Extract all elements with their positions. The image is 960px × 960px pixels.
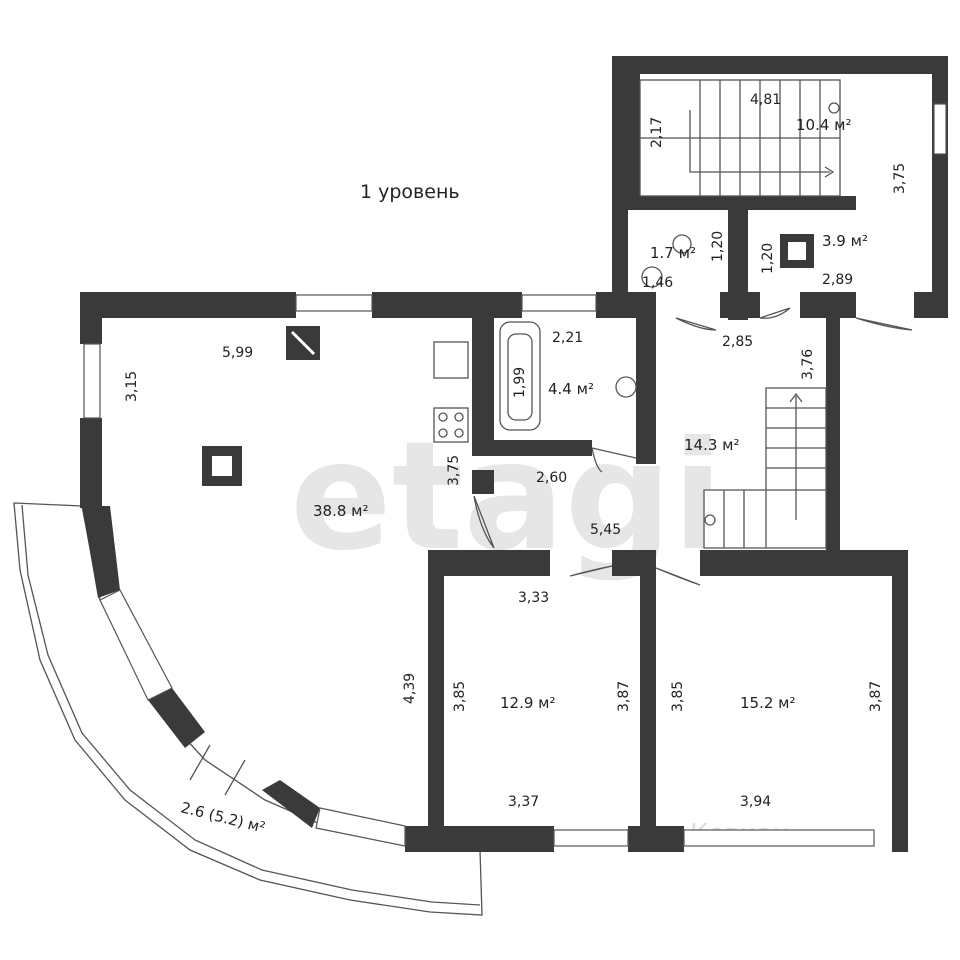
dim-closet-width: 2,89 xyxy=(822,272,853,288)
dim-wc-height: 1,20 xyxy=(710,231,726,262)
dim-corridor-width: 2,60 xyxy=(536,470,567,486)
dim-bath-height: 1,99 xyxy=(512,367,528,398)
area-hall: 14.3 м² xyxy=(684,436,740,454)
stairs-upper xyxy=(639,79,841,197)
dim-stair-top-height-left: 2,17 xyxy=(649,117,665,148)
area-living: 38.8 м² xyxy=(313,502,369,520)
dim-living-right: 4,39 xyxy=(402,673,418,704)
dim-living-left: 3,15 xyxy=(124,371,140,402)
dim-bedroom-1-left: 3,85 xyxy=(452,681,468,712)
dim-closet-height: 1,20 xyxy=(760,243,776,274)
area-bedroom-1: 12.9 м² xyxy=(500,694,556,712)
area-wc: 1.7 м² xyxy=(650,244,696,262)
dim-bedroom-1-top: 3,33 xyxy=(518,590,549,606)
dim-bath-width: 2,21 xyxy=(552,330,583,346)
windows xyxy=(83,103,947,847)
area-closet: 3.9 м² xyxy=(822,232,868,250)
fixtures xyxy=(202,234,814,486)
plan-title: 1 уровень xyxy=(360,181,460,203)
area-bath: 4.4 м² xyxy=(548,380,594,398)
dim-bedroom-2-bottom: 3,94 xyxy=(740,794,771,810)
area-balcony: 2.6 (5.2) м² xyxy=(179,798,267,836)
dim-corridor-long: 5,45 xyxy=(590,522,621,538)
stairs-lower xyxy=(703,387,827,549)
area-stair-top: 10.4 м² xyxy=(796,116,852,134)
dim-living-mid: 3,75 xyxy=(446,455,462,486)
dim-bedroom-2-left: 3,85 xyxy=(670,681,686,712)
dim-bedroom-1-right: 3,87 xyxy=(616,681,632,712)
area-bedroom-2: 15.2 м² xyxy=(740,694,796,712)
dim-wc-width: 1,46 xyxy=(642,275,673,291)
dim-stair-top-width: 4,81 xyxy=(750,92,781,108)
doors xyxy=(473,307,913,586)
dim-bedroom-1-bottom: 3,37 xyxy=(508,794,539,810)
dim-bedroom-2-right: 3,87 xyxy=(868,681,884,712)
dim-living-width: 5,99 xyxy=(222,345,253,361)
dim-stair-top-height-right: 3,75 xyxy=(892,163,908,194)
dim-hall-top: 2,85 xyxy=(722,334,753,350)
dim-hall-side: 3,76 xyxy=(800,349,816,380)
